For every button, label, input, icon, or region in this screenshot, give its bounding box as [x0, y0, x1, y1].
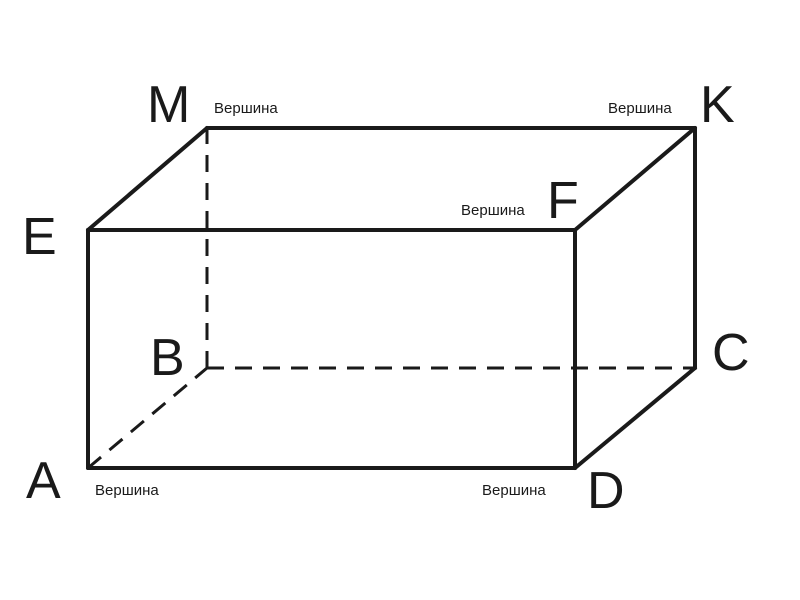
- vertex-label-E: E: [22, 208, 57, 266]
- vertex-captions: Вершина Вершина Вершина Вершина Вершина: [95, 100, 672, 499]
- vertex-label-K: K: [700, 76, 735, 134]
- vertex-label-A: A: [26, 452, 61, 510]
- vertex-caption-F: Вершина: [461, 202, 525, 219]
- vertex-label-M: M: [147, 76, 190, 134]
- vertex-caption-A: Вершина: [95, 482, 159, 499]
- hidden-edges: [87, 128, 695, 470]
- vertex-caption-D: Вершина: [482, 482, 546, 499]
- vertex-label-B: B: [150, 329, 185, 387]
- edge-CD: [573, 366, 697, 470]
- vertex-labels: M K E F B C A D: [22, 76, 750, 520]
- edge-AB: [87, 366, 208, 470]
- vertex-label-C: C: [712, 324, 750, 382]
- vertex-caption-K: Вершина: [608, 100, 672, 117]
- vertex-label-D: D: [587, 462, 625, 520]
- edge-EM: [86, 126, 209, 232]
- vertex-caption-M: Вершина: [214, 100, 278, 117]
- vertex-label-F: F: [547, 172, 579, 230]
- edge-KF: [573, 126, 697, 232]
- visible-edges: [86, 126, 697, 470]
